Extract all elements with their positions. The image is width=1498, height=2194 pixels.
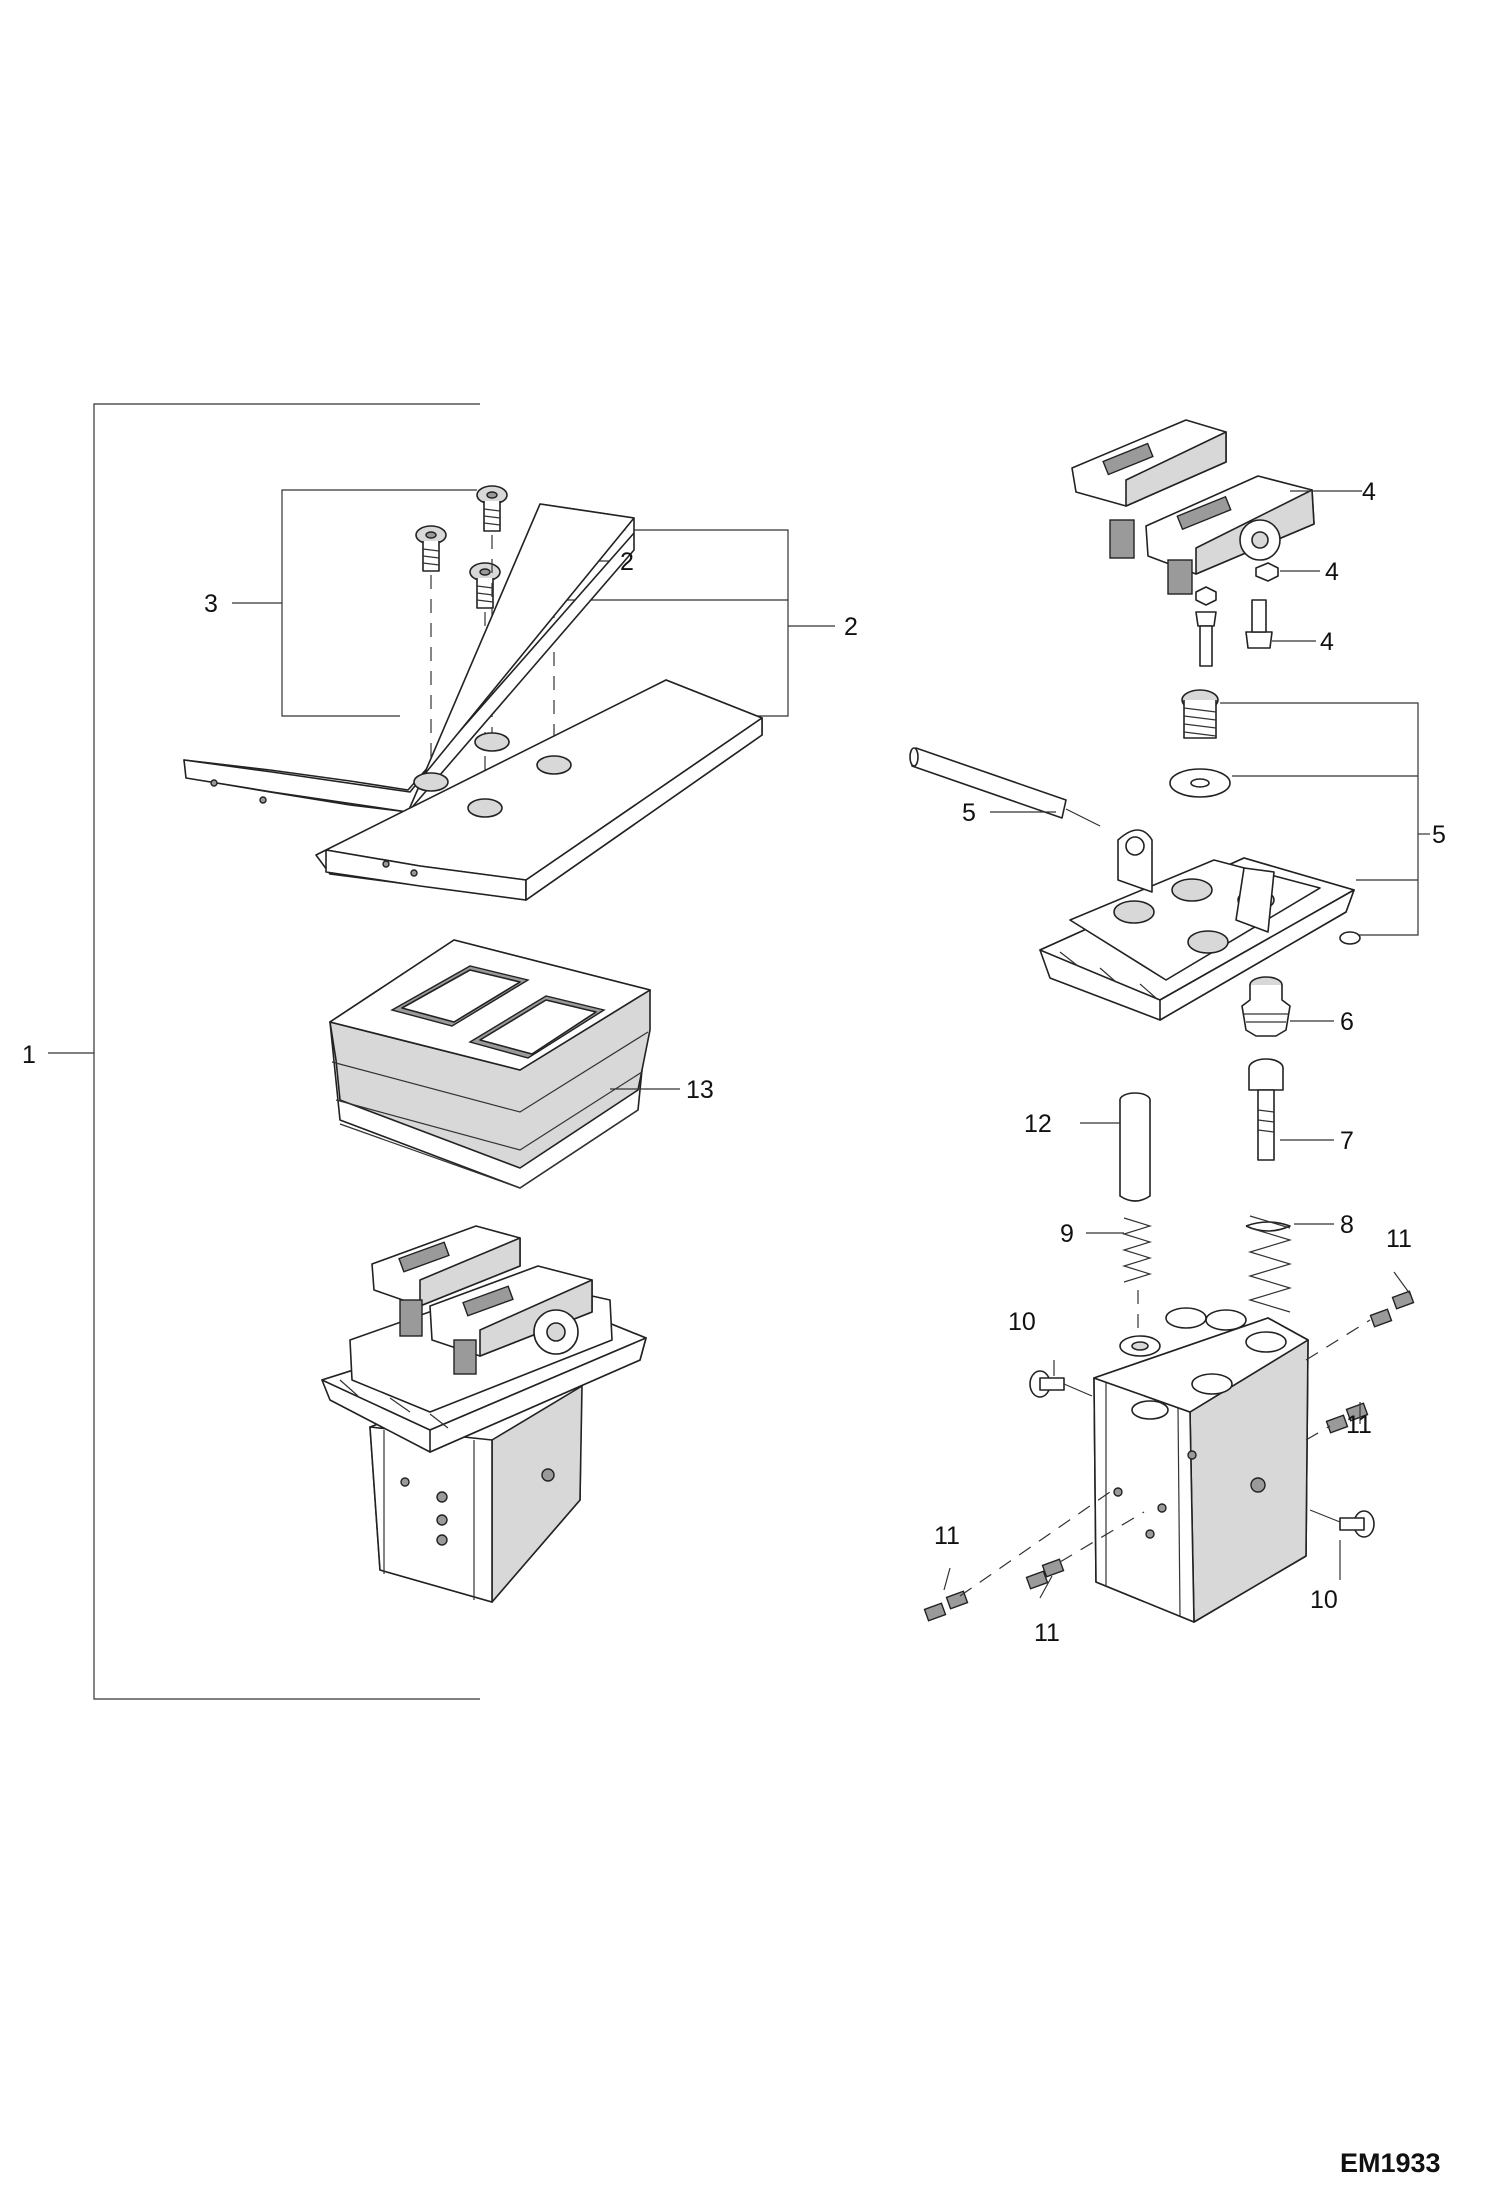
set-screw: [1391, 1290, 1415, 1310]
callout-11c: 11: [934, 1522, 960, 1550]
callout-3: 3: [204, 590, 218, 618]
leader-lines-2-3: [232, 489, 835, 717]
valve-body: [923, 1271, 1415, 1623]
set-screw: [1345, 1402, 1369, 1422]
callout-12: 12: [1024, 1110, 1052, 1138]
callout-5a: 5: [962, 799, 976, 827]
set-screw: [1041, 1558, 1065, 1578]
drawing-code: EM1933: [1340, 2148, 1441, 2178]
callout-7: 7: [1340, 1127, 1354, 1155]
valve-seat: [1241, 976, 1334, 1037]
callout-4a: 4: [1362, 478, 1376, 506]
callout-8: 8: [1340, 1211, 1354, 1239]
callout-9: 9: [1060, 1220, 1074, 1248]
callout-6: 6: [1340, 1008, 1354, 1036]
callout-4b: 4: [1325, 558, 1339, 586]
rocker-assembly: [1071, 419, 1362, 667]
callout-11b: 11: [1346, 1411, 1372, 1439]
callout-11a: 11: [1386, 1225, 1412, 1253]
set-screw: [1369, 1308, 1393, 1328]
screw: [415, 525, 447, 572]
pedal-plates: [183, 503, 763, 901]
assembled-valve: [321, 1225, 647, 1603]
plug: [1029, 1360, 1093, 1398]
callout-11d: 11: [1034, 1619, 1060, 1647]
guide-pin: [1080, 1092, 1151, 1202]
callout-1: 1: [22, 1041, 36, 1069]
set-screw: [923, 1602, 947, 1622]
callout-2b: 2: [844, 613, 858, 641]
valve-internals: [1080, 976, 1334, 1345]
assembly-bracket: [48, 403, 480, 1700]
screw: [469, 562, 501, 609]
return-spring: [1245, 1215, 1334, 1313]
plunger-pin: [909, 747, 1101, 827]
base-plate: [1039, 829, 1355, 1021]
callout-13: 13: [686, 1076, 714, 1104]
rubber-bellows: [329, 939, 680, 1189]
callout-2a: 2: [620, 548, 634, 576]
callout-5b: 5: [1432, 821, 1446, 849]
callout-10a: 10: [1008, 1308, 1036, 1336]
set-screw: [1325, 1414, 1349, 1434]
small-spring: [1086, 1217, 1153, 1283]
screw: [476, 485, 508, 532]
callout-10b: 10: [1310, 1586, 1338, 1614]
bolt-washer: [1169, 689, 1430, 945]
spool: [1248, 1058, 1334, 1161]
plug: [1309, 1509, 1375, 1580]
set-screw: [1025, 1570, 1049, 1590]
set-screw: [945, 1590, 969, 1610]
callout-4c: 4: [1320, 628, 1334, 656]
